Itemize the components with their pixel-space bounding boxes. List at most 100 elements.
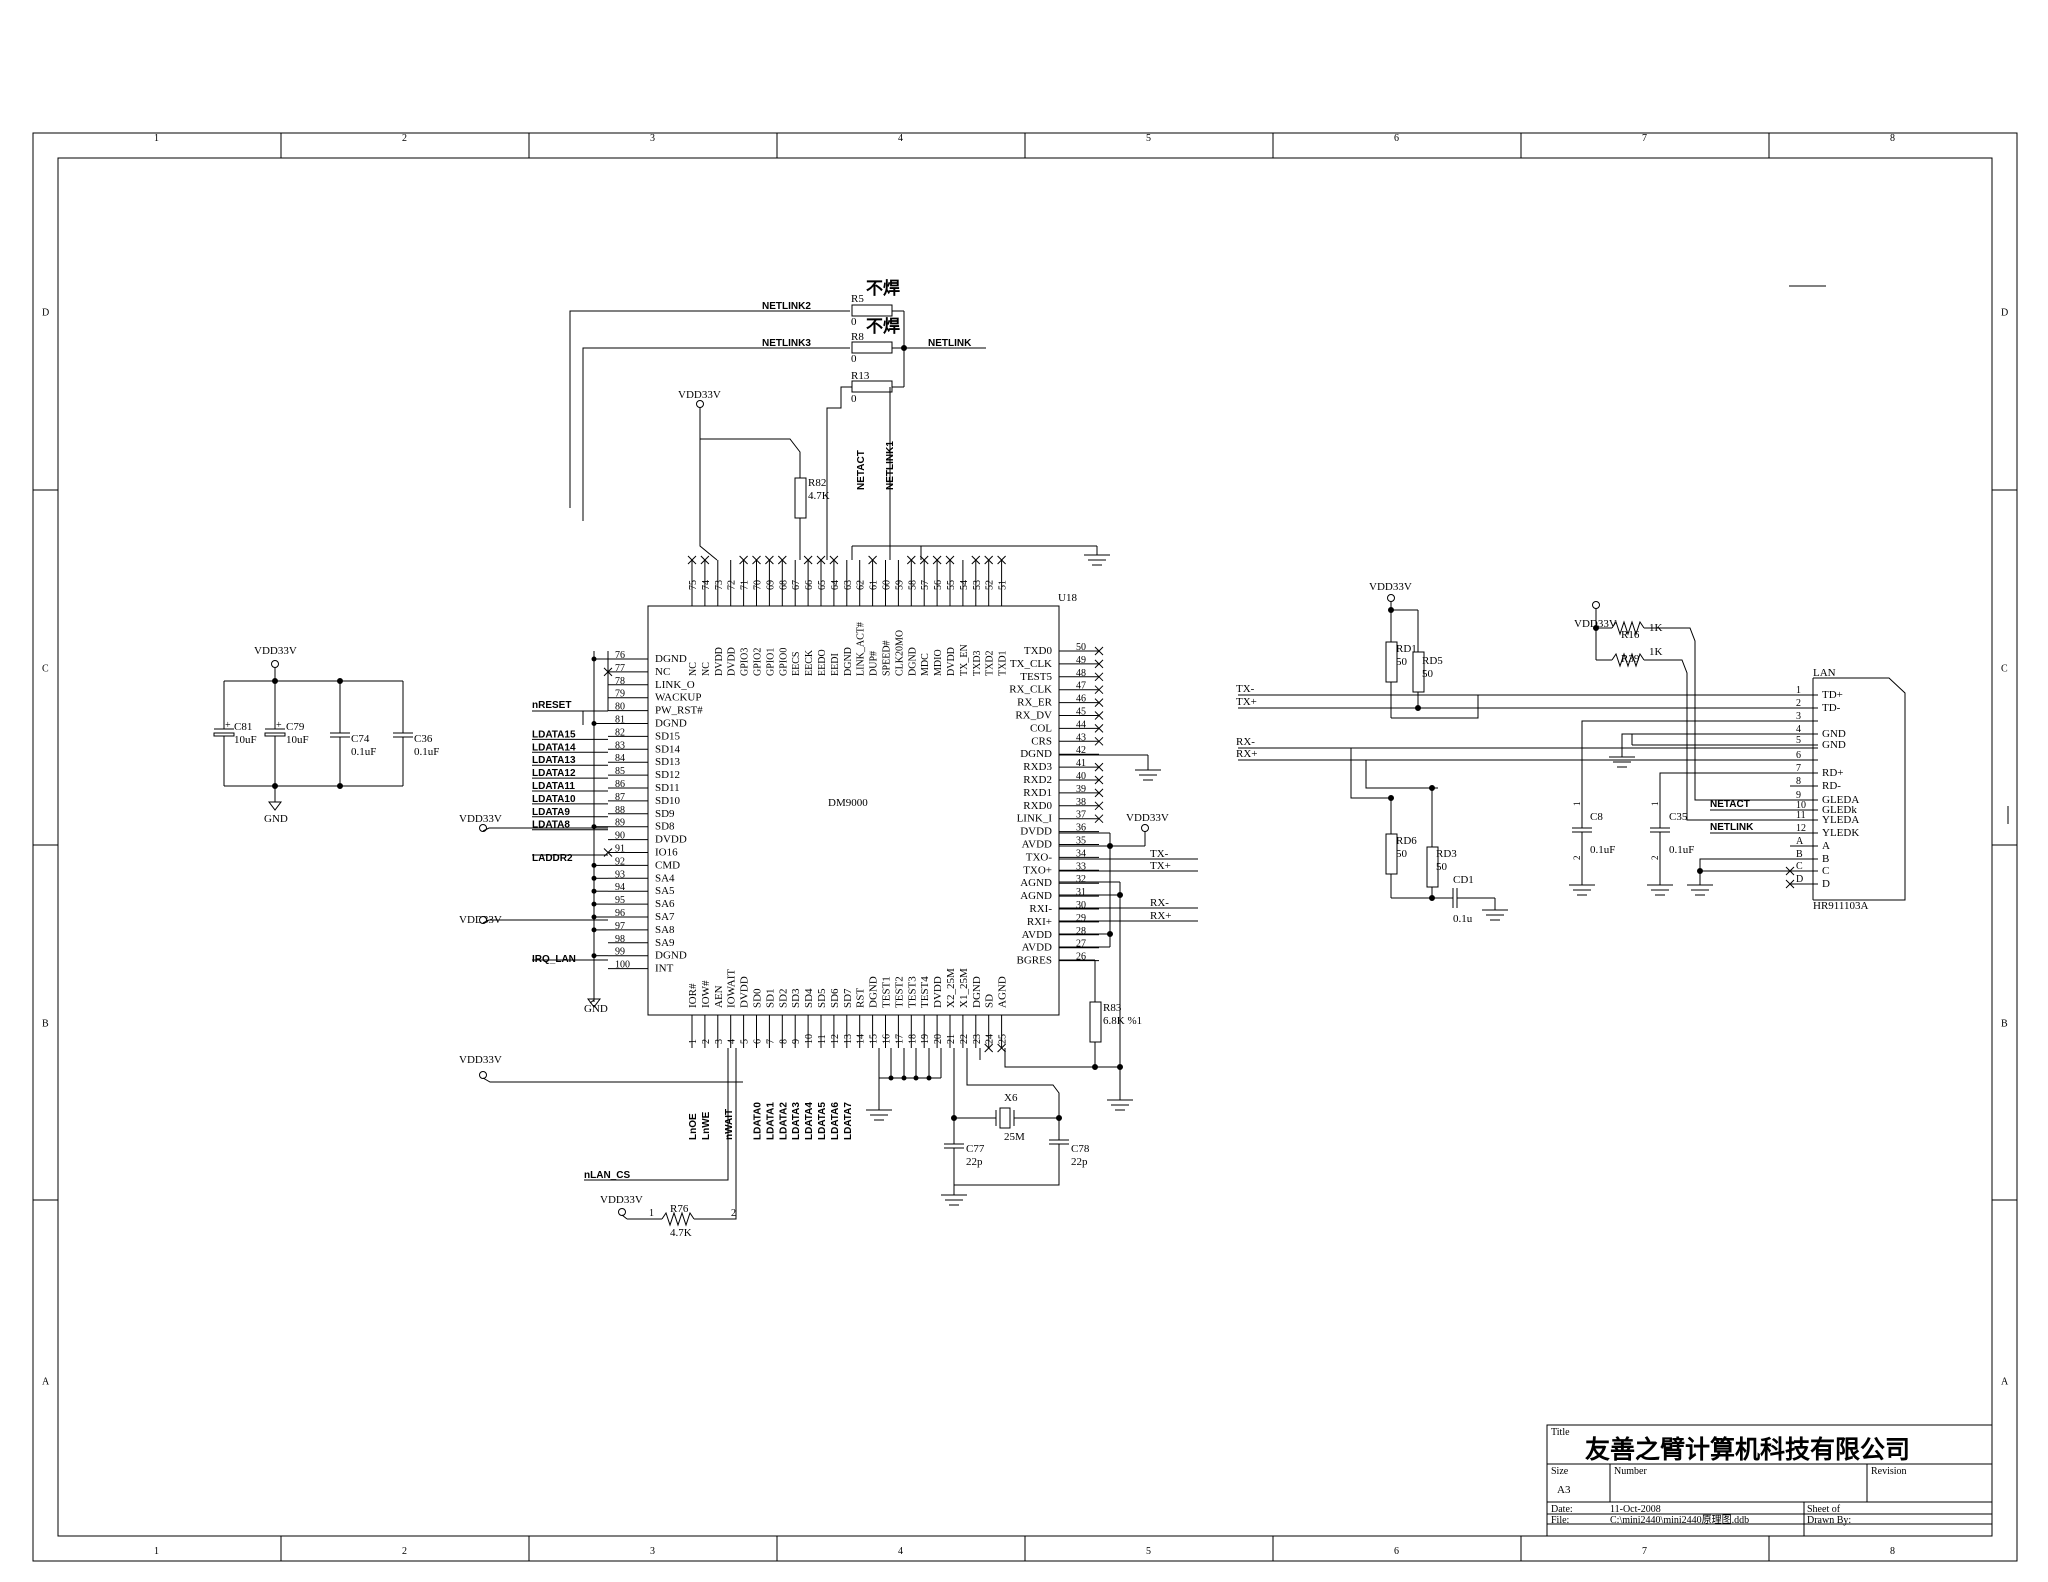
u18-pin-number: 95 — [615, 895, 625, 906]
r8-no-solder: 不焊 — [866, 317, 900, 337]
cap-plus-c79: + — [276, 720, 282, 731]
net-label-tx-plus: TX+ — [1236, 696, 1257, 708]
u18-pin-number: 99 — [615, 947, 625, 958]
net-label-strobe: LnOE — [688, 1113, 699, 1140]
gnd-label-decoupling: GND — [264, 813, 288, 825]
sheet-label: Sheet of — [1807, 1504, 1841, 1515]
u18-pin-number: 4 — [727, 1039, 738, 1044]
u18-pin-number: 54 — [959, 580, 970, 590]
u18-pin-name: SD5 — [816, 988, 828, 1008]
rd5-label: RD5 — [1422, 655, 1443, 667]
left-net-labels: nRESET LDATA15LDATA14LDATA13LDATA12LDATA… — [459, 700, 608, 1015]
c74-value: 0.1uF — [351, 746, 376, 758]
u18-pin-name: PW_RST# — [655, 705, 703, 717]
u18-pin-number: 29 — [1076, 913, 1086, 924]
u18-pin-number: 78 — [615, 676, 625, 687]
u18-pin-name: RXI- — [1029, 903, 1052, 915]
lan-shield-number: C — [1796, 861, 1803, 872]
u18-pin-number: 97 — [615, 921, 625, 932]
lan-pin-name: GND — [1822, 728, 1846, 740]
u18-pin-number: 42 — [1076, 745, 1086, 756]
u18-pin-name: TEST4 — [919, 976, 931, 1008]
lan-part-name: HR911103A — [1813, 900, 1868, 912]
frame-row-label-left: A — [42, 1377, 50, 1388]
net-label-ldata: LDATA14 — [532, 742, 576, 753]
r39-value: 1K — [1649, 646, 1663, 658]
u18-pin-name: SD7 — [842, 988, 854, 1008]
frame-col-label-bottom: 3 — [650, 1546, 655, 1557]
net-label-strobe: nWAIT — [724, 1109, 735, 1140]
c74-label: C74 — [351, 733, 370, 745]
frame-col-label-bottom: 5 — [1146, 1546, 1151, 1557]
u18-pin-name: CLK20MO — [894, 630, 905, 676]
u18-pin-number: 63 — [843, 580, 854, 590]
drawn-by-label: Drawn By: — [1807, 1515, 1851, 1526]
u18-pin-number: 38 — [1076, 797, 1086, 808]
lan-pin-name: TD- — [1822, 702, 1841, 714]
u18-pin-name: DGND — [655, 653, 687, 665]
gnd-label-u18: GND — [584, 1003, 608, 1015]
revision-label: Revision — [1871, 1466, 1907, 1477]
net-label-tx-minus-u18: TX- — [1150, 848, 1169, 860]
frame-col-label-bottom: 2 — [402, 1546, 407, 1557]
lan-connector — [1569, 285, 2009, 901]
u18-pin-number: 44 — [1076, 719, 1086, 730]
u18-pin-name: AVDD — [1022, 839, 1052, 851]
u18-pin-name: SD — [984, 994, 996, 1008]
u18-pin-number: 26 — [1076, 952, 1086, 963]
u18-pin-name: SD12 — [655, 769, 680, 781]
vdd-label-r76: VDD33V — [600, 1194, 643, 1206]
u18-pin-number: 46 — [1076, 694, 1086, 705]
net-label-netact: NETACT — [856, 450, 867, 490]
r13-label: R13 — [851, 370, 870, 382]
rd6-value: 50 — [1396, 848, 1408, 860]
u18-pin-name: SPEED# — [882, 640, 893, 676]
lan-pin-number: 8 — [1796, 776, 1801, 787]
company-title: 友善之臂计算机科技有限公司 — [1585, 1435, 1910, 1464]
u18-pin-number: 41 — [1076, 758, 1086, 769]
frame-col-label-bottom: 8 — [1890, 1546, 1895, 1557]
u18-pin-number: 68 — [778, 580, 789, 590]
lan-pin-name: GND — [1822, 739, 1846, 751]
u18-pin-number: 32 — [1076, 874, 1086, 885]
c81-value: 10uF — [234, 734, 257, 746]
u18-pin-number: 71 — [740, 580, 751, 590]
u18-pin-name: SD2 — [777, 988, 789, 1008]
lan-shield-name: A — [1822, 840, 1830, 852]
u18-pin-number: 21 — [946, 1034, 957, 1044]
u18-pin-number: 56 — [933, 580, 944, 590]
u18-pin-name: DGND — [971, 976, 983, 1008]
net-label-nlan-cs: nLAN_CS — [584, 1170, 630, 1181]
u18-pin-name: TXD1 — [998, 650, 1009, 676]
u18-pin-name: DVDD — [727, 647, 738, 676]
u18-part-name: DM9000 — [828, 797, 868, 809]
u18-pin-name: TEST1 — [881, 976, 893, 1008]
net-label-ldata: LDATA10 — [532, 794, 576, 805]
u18-pin-name: X2_25M — [945, 968, 957, 1008]
net-label-netlink1: NETLINK1 — [885, 441, 896, 490]
net-label-rx-minus-u18: RX- — [1150, 897, 1169, 909]
cd1-label: CD1 — [1453, 874, 1474, 886]
frame-col-label-top: 7 — [1642, 133, 1647, 144]
u18-pin-name: NC — [655, 666, 670, 678]
net-label-ldata-bottom: LDATA0 — [753, 1102, 764, 1140]
u18-pin-number: 59 — [894, 580, 905, 590]
vdd-label-avdd: VDD33V — [1126, 812, 1169, 824]
u18-pin-name: NC — [688, 662, 699, 676]
rd5-value: 50 — [1422, 668, 1434, 680]
x6-value: 25M — [1004, 1131, 1025, 1143]
net-label-rx-minus: RX- — [1236, 736, 1255, 748]
rd1-label: RD1 — [1396, 643, 1417, 655]
u18-pin-name: DVDD — [932, 976, 944, 1008]
net-label-rx-plus-u18: RX+ — [1150, 910, 1171, 922]
rd6-label: RD6 — [1396, 835, 1417, 847]
lan-pin-name: RD+ — [1822, 767, 1843, 779]
c8-value: 0.1uF — [1590, 844, 1615, 856]
u18-pin-number: 31 — [1076, 887, 1086, 898]
u18-pin-labels: U18 DM9000 75NC74NC73DVDD72DVDD71GPIO370… — [615, 580, 1086, 1044]
net-label-laddr2: LADDR2 — [532, 853, 573, 864]
u18-pin-number: 62 — [856, 580, 867, 590]
lan-shield-name: B — [1822, 853, 1829, 865]
u18-pin-name: TXD3 — [972, 650, 983, 676]
